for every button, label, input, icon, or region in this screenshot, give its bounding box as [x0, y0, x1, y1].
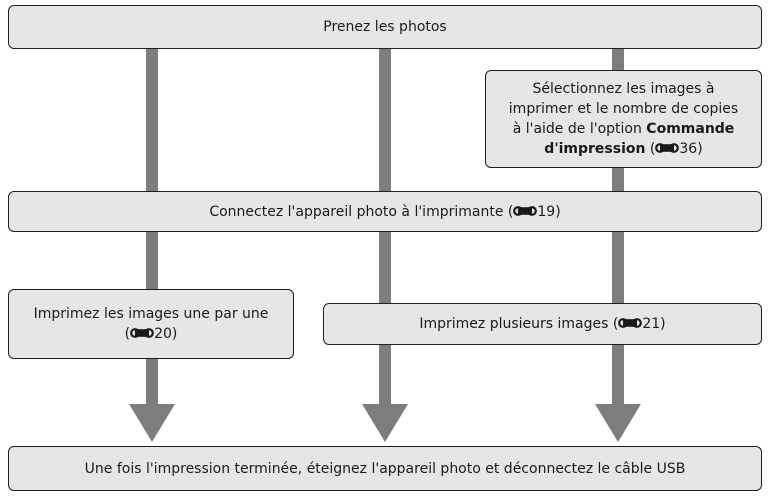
step-select-images: Sélectionnez les images à imprimer et le… [485, 70, 762, 168]
step-select-line-2: imprimer et le nombre de copies [508, 101, 739, 117]
step-select-option-name-1: Commande [646, 121, 735, 137]
step-print-multiple-label: Imprimez plusieurs images ( [419, 316, 619, 332]
step-print-one: Imprimez les images une par une (20) [8, 289, 294, 359]
reference-link-icon [130, 327, 154, 339]
step-print-one-ref-open: ( [124, 326, 131, 342]
step-connect-ref-close: ) [555, 203, 561, 220]
step-take-photos: Prenez les photos [8, 5, 762, 49]
step-select-ref-close: ) [697, 141, 703, 157]
reference-link-icon [618, 317, 643, 329]
step-connect: Connectez l'appareil photo à l'imprimant… [8, 191, 762, 232]
step-connect-label: Connectez l'appareil photo à l'imprimant… [209, 203, 514, 220]
arrow-head-middle [362, 404, 408, 442]
step-finish-label: Une fois l'impression terminée, éteignez… [84, 460, 686, 477]
arrow-head-right [595, 404, 641, 442]
step-print-multiple-ref-page: 21 [642, 316, 661, 332]
step-print-multiple: Imprimez plusieurs images ( 21) [323, 303, 762, 345]
step-select-ref-page: 36 [679, 141, 698, 157]
step-take-photos-label: Prenez les photos [323, 19, 447, 35]
step-select-option-name-2: d'impression [544, 141, 646, 157]
step-select-line-1: Sélectionnez les images à [532, 81, 715, 97]
step-select-ref-open: ( [645, 141, 656, 157]
arrow-head-left [129, 404, 175, 442]
connector-stem-middle [379, 48, 391, 193]
step-print-one-label: Imprimez les images une par une [33, 306, 269, 322]
step-print-one-ref-page: 20 [154, 326, 172, 342]
reference-link-icon [655, 142, 680, 154]
connector-stem-left [146, 48, 158, 193]
step-select-line-3: à l'aide de l'option [512, 121, 647, 137]
step-connect-ref-page: 19 [537, 203, 556, 220]
reference-link-icon [513, 205, 538, 217]
step-print-multiple-ref-close: ) [660, 316, 666, 332]
step-print-one-ref-close: ) [171, 326, 178, 342]
step-finish: Une fois l'impression terminée, éteignez… [8, 446, 762, 491]
